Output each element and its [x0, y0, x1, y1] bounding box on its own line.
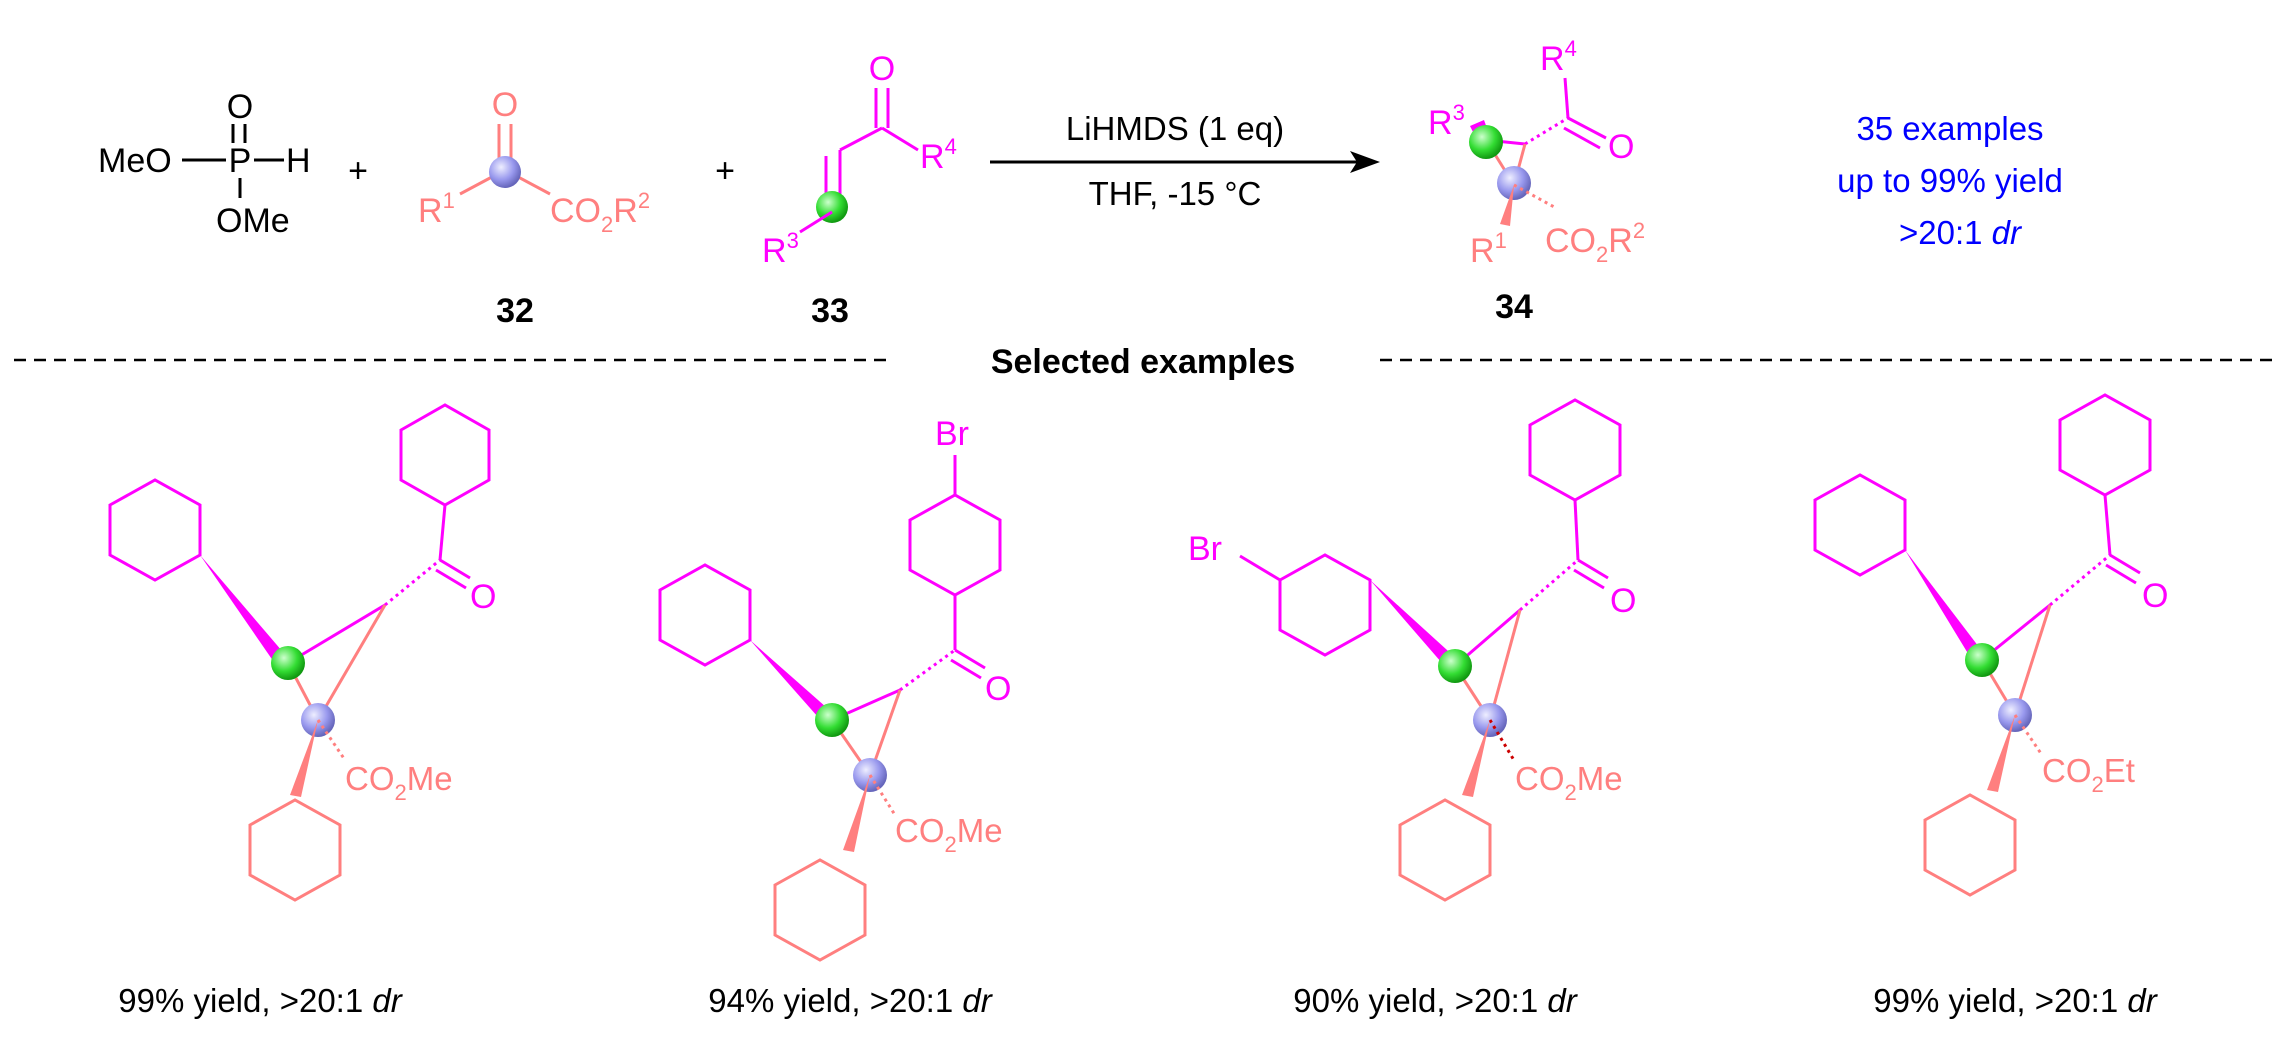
- reaction-summary: 35 examples up to 99% yield >20:1 dr: [1837, 110, 2063, 251]
- plus-sign-2: +: [715, 152, 735, 190]
- ex2-bromine: Br: [935, 415, 969, 453]
- ex2-ketone-oxygen: O: [985, 670, 1011, 708]
- section-title: Selected examples: [991, 343, 1295, 381]
- summary-yield: up to 99% yield: [1837, 162, 2063, 199]
- phosphite-meo: MeO: [98, 142, 172, 180]
- product-oxygen: O: [1608, 128, 1634, 166]
- compound-label-34: 34: [1495, 288, 1533, 326]
- product-r3: R3: [1428, 100, 1465, 142]
- product-r4: R4: [1540, 36, 1577, 78]
- ex4-green-marker: [1965, 643, 1999, 677]
- product-co2r2: CO2R2: [1545, 218, 1645, 267]
- ex3-yield: 90% yield, >20:1 dr: [1293, 982, 1578, 1019]
- example-2: Br O CO2Me 94% yield, >20:1 dr: [658, 415, 1011, 1019]
- summary-dr: >20:1 dr: [1899, 214, 2023, 251]
- phosphite-h: H: [286, 142, 311, 180]
- phosphite-p: P: [229, 142, 252, 180]
- ex3-green-marker: [1438, 649, 1472, 683]
- enone-r4: R4: [920, 134, 957, 176]
- enone-r3: R3: [762, 228, 799, 270]
- summary-examples: 35 examples: [1856, 110, 2043, 147]
- enone-oxygen: O: [869, 50, 895, 88]
- ketoester-32: O R1 CO2R2 32: [418, 86, 650, 330]
- product-r1: R1: [1470, 228, 1507, 270]
- ex4-ester: CO2Et: [2042, 752, 2135, 797]
- example-4: O CO2Et 99% yield, >20:1 dr: [1813, 393, 2168, 1019]
- reaction-arrow: LiHMDS (1 eq) THF, -15 °C: [990, 110, 1380, 212]
- ketoester-co2r2: CO2R2: [550, 188, 650, 237]
- ex3-bromine: Br: [1188, 530, 1222, 568]
- ketoester-oxygen: O: [492, 86, 518, 124]
- ex1-green-marker: [271, 646, 305, 680]
- beta-carbon-marker: [816, 191, 848, 223]
- ketoester-r1: R1: [418, 188, 455, 230]
- example-3: O Br CO2Me 90% yield, >20:1 dr: [1188, 398, 1636, 1019]
- example-1: O CO2Me 99% yield, >20:1 dr: [108, 403, 496, 1019]
- ex1-ketone-oxygen: O: [470, 578, 496, 616]
- product-blue-marker: [1497, 166, 1531, 200]
- ex4-yield: 99% yield, >20:1 dr: [1873, 982, 2158, 1019]
- dimethyl-phosphite: O MeO P H OMe: [98, 88, 311, 240]
- ex1-yield: 99% yield, >20:1 dr: [118, 982, 403, 1019]
- ex1-ester: CO2Me: [345, 760, 453, 805]
- ex2-ester: CO2Me: [895, 812, 1003, 857]
- ex2-yield: 94% yield, >20:1 dr: [708, 982, 993, 1019]
- conditions-above: LiHMDS (1 eq): [1066, 110, 1284, 147]
- ex3-ketone-oxygen: O: [1610, 582, 1636, 620]
- ex2-green-marker: [815, 703, 849, 737]
- compound-label-33: 33: [811, 292, 849, 330]
- enone-33: O R4 R3 33: [762, 50, 957, 330]
- product-34: R4 O R3 R1 CO2R2 34: [1428, 36, 1645, 326]
- conditions-below: THF, -15 °C: [1089, 175, 1262, 212]
- carbonyl-carbon-marker: [489, 156, 521, 188]
- plus-sign-1: +: [348, 152, 368, 190]
- phosphite-ome: OMe: [216, 202, 290, 240]
- ex4-ketone-oxygen: O: [2142, 577, 2168, 615]
- product-green-marker: [1469, 125, 1503, 159]
- ex3-ester: CO2Me: [1515, 760, 1623, 805]
- phosphite-oxygen: O: [227, 88, 253, 126]
- compound-label-32: 32: [496, 292, 534, 330]
